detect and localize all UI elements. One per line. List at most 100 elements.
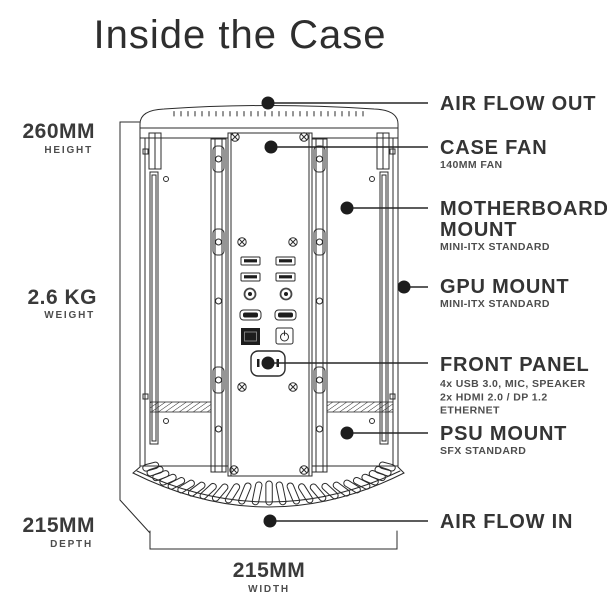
usb-tongue — [244, 259, 257, 263]
dimension-lines — [119, 121, 398, 550]
screw-icon — [299, 465, 309, 475]
vent-slot-icon — [309, 483, 327, 502]
depth-value: 215MM — [22, 514, 95, 537]
audio-jack-hole — [284, 292, 288, 296]
left-slot-inner — [151, 174, 157, 442]
right-hatch-strip — [326, 401, 394, 413]
left-mount-hole — [163, 176, 169, 182]
right-rail-hole — [316, 297, 323, 305]
usb-port-icon — [275, 272, 296, 282]
right-slot-inner — [381, 174, 387, 442]
callout-dot-icon — [397, 280, 411, 294]
center-panel-edges — [230, 132, 310, 477]
left-rail-slot — [212, 145, 225, 173]
ethernet-inner — [244, 331, 257, 342]
callout-dot-icon — [263, 514, 277, 528]
callout-labels: AIR FLOW OUT CASE FAN 140MM FAN MOTHERBO… — [440, 93, 607, 533]
width-label: WIDTH — [248, 584, 290, 595]
vent-slot-icon — [352, 476, 371, 490]
vent-slot-icon — [374, 465, 392, 477]
weight-label: WEIGHT — [44, 310, 95, 321]
left-rail-hole — [215, 238, 222, 246]
callout-front-panel: FRONT PANEL — [440, 354, 590, 376]
vent-slot-icon — [321, 482, 339, 500]
vent-slot-icon — [224, 483, 241, 504]
left-rail-hole — [215, 297, 222, 305]
left-slot-outer — [149, 171, 159, 445]
ethernet-port-icon — [241, 328, 260, 345]
screw-icon — [237, 237, 247, 247]
callout-front-panel-sub2: 2x HDMI 2.0 / DP 1.2 — [440, 392, 548, 404]
left-hatch-strip — [149, 401, 212, 413]
vent-slot-icon — [238, 482, 252, 505]
callout-leaders — [261, 96, 428, 528]
width-measure-line — [149, 530, 398, 550]
side-walls — [139, 137, 399, 468]
vent-slot-icon — [251, 481, 263, 506]
vent-slot-icon — [343, 479, 361, 494]
callout-case-fan-sub: 140MM FAN — [440, 159, 503, 171]
dimension-width: 215MM WIDTH — [233, 559, 306, 595]
left-rail-hole — [215, 155, 222, 163]
callout-psu-mount: PSU MOUNT — [440, 423, 567, 445]
vent-slot-icon — [146, 465, 164, 477]
dimension-weight: 2.6 KG WEIGHT — [27, 286, 96, 321]
left-rail-slot — [212, 366, 225, 394]
left-rail-hole — [215, 425, 222, 433]
right-rail-hole — [316, 376, 323, 384]
ac-inlet-prong — [257, 359, 260, 367]
screw-icon — [237, 382, 247, 392]
base-skirt-outline — [132, 466, 405, 508]
left-bracket-assembly — [142, 132, 169, 445]
right-mount-hole — [369, 176, 375, 182]
width-value: 215MM — [233, 559, 306, 582]
hdmi-port-icon — [274, 309, 297, 321]
callout-motherboard-mount-sub: MINI-ITX STANDARD — [440, 241, 550, 253]
vent-slot-icon — [187, 481, 206, 497]
usb-ports — [240, 256, 296, 282]
base-vents — [142, 461, 396, 506]
vent-slot-icon — [298, 483, 314, 504]
base-skirt-inner-arc — [136, 470, 401, 503]
power-button-icon — [275, 327, 294, 345]
vent-slot-icon — [142, 461, 160, 472]
callout-dot-icon — [264, 140, 278, 154]
usb-port-icon — [240, 272, 261, 282]
screw-icon — [288, 382, 298, 392]
vent-slot-icon — [361, 473, 379, 486]
audio-jack-hole — [248, 292, 252, 296]
callout-psu-mount-sub: SFX STANDARD — [440, 445, 526, 457]
dimension-depth: 215MM DEPTH — [22, 514, 95, 550]
right-mount-hole — [369, 418, 375, 424]
callout-dot-icon — [340, 201, 354, 215]
right-rail-hole — [316, 425, 323, 433]
right-rail — [311, 138, 328, 473]
screw-icon — [230, 132, 240, 142]
usb-port-icon — [275, 256, 296, 266]
callout-motherboard-mount-line2: MOUNT — [440, 219, 517, 241]
callout-air-flow-out: AIR FLOW OUT — [440, 93, 596, 115]
right-rail-hole — [316, 155, 323, 163]
right-wall-nub — [389, 393, 396, 400]
dome-vent-ticks — [173, 111, 364, 117]
callout-dot-icon — [261, 356, 275, 370]
usb-tongue — [279, 275, 292, 279]
left-rail-lines — [214, 138, 223, 473]
usb-tongues — [244, 259, 292, 279]
audio-jack-icon — [243, 287, 257, 301]
right-rail-lines — [315, 138, 324, 473]
page-title: Inside the Case — [94, 13, 387, 57]
left-wall-nub — [142, 148, 149, 155]
vent-slot-icon — [332, 481, 351, 497]
left-wall-nub — [142, 393, 149, 400]
depth-label: DEPTH — [50, 539, 93, 550]
right-slot-outer — [379, 171, 389, 445]
power-button-frame — [275, 327, 294, 345]
callout-case-fan: CASE FAN — [440, 137, 548, 159]
right-rail-slot — [313, 228, 326, 256]
right-rail-slot — [313, 366, 326, 394]
center-panel — [227, 132, 313, 477]
hdmi-slot — [278, 312, 293, 318]
height-label: HEIGHT — [44, 145, 93, 156]
